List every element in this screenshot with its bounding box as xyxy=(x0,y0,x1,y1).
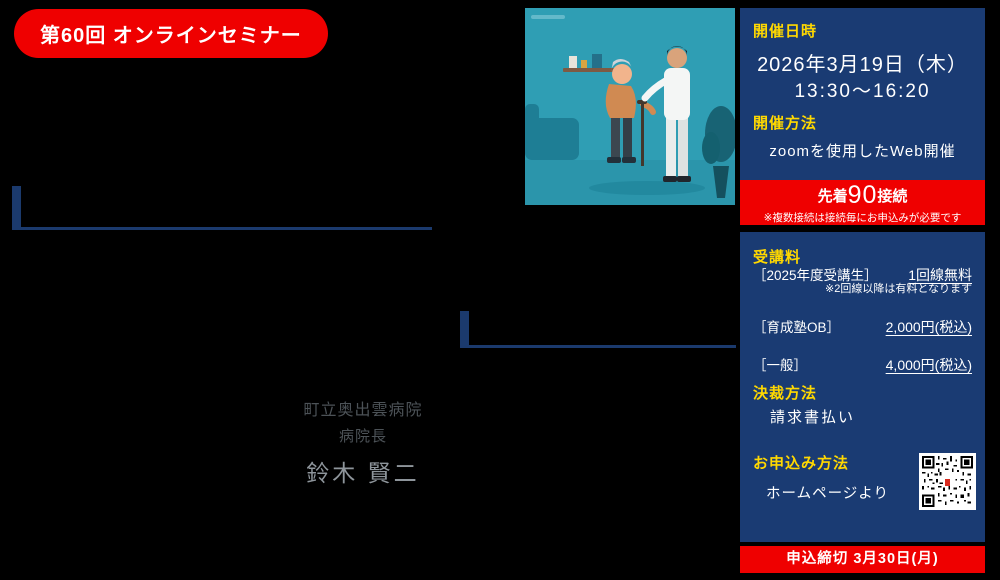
fee-label: ［2025年度受講生］ xyxy=(753,268,878,283)
fee-row-ob: ［育成塾OB］ 2,000円(税込) xyxy=(740,316,985,337)
caregiver-illustration-svg xyxy=(525,8,735,205)
speaker-organization: 町立奥出雲病院 xyxy=(303,402,423,419)
fee-panel: 受講料 ［2025年度受講生］ 1回線無料 ※2回線以降は有料となります ［育成… xyxy=(740,232,985,542)
section-rule-1 xyxy=(12,227,432,230)
fee-value: 2,000円(税込) xyxy=(885,319,972,335)
event-info-panel: 開催日時 2026年3月19日（木） 13:30〜16:20 開催方法 zoom… xyxy=(740,8,985,180)
speaker-block: 町立奥出雲病院 病院長 鈴木 賢二 xyxy=(263,396,463,488)
event-time: 13:30〜16:20 xyxy=(794,81,931,102)
method-heading: 開催方法 xyxy=(753,115,818,132)
qr-code xyxy=(919,453,976,510)
capacity-banner: 先着90接続 ※複数接続は接続毎にお申込みが必要です xyxy=(740,180,985,225)
fee-row-general: ［一般］ 4,000円(税込) xyxy=(740,354,985,375)
payment-value: 請求書払い xyxy=(770,409,856,426)
section-rule-2 xyxy=(460,345,736,348)
capacity-number: 90 xyxy=(847,181,878,209)
deadline-banner: 申込締切 3月30日(月) xyxy=(740,546,985,573)
capacity-text: 先着90接続 xyxy=(740,181,985,210)
capacity-note: ※複数接続は接続毎にお申込みが必要です xyxy=(763,212,962,224)
section-marker-bar-1 xyxy=(12,186,21,227)
section-marker-bar-2 xyxy=(460,311,469,345)
speaker-title: 病院長 xyxy=(338,428,387,445)
fee-heading: 受講料 xyxy=(753,249,802,266)
fee-row-2025: ［2025年度受講生］ 1回線無料 xyxy=(740,264,985,285)
speaker-name: 鈴木 賢二 xyxy=(306,460,420,486)
fee-value: 4,000円(税込) xyxy=(885,357,972,373)
apply-value: ホームページより xyxy=(766,486,889,502)
caregiver-illustration xyxy=(525,8,735,205)
event-date: 2026年3月19日（木） xyxy=(757,54,968,76)
fee-note: ※2回線以降は有料となります xyxy=(824,283,972,295)
capacity-prefix: 先着 xyxy=(817,188,848,205)
apply-heading: お申込み方法 xyxy=(753,455,850,472)
seminar-number-badge: 第60回 オンラインセミナー xyxy=(14,9,328,58)
fee-label: ［育成塾OB］ xyxy=(753,320,841,335)
capacity-suffix: 接続 xyxy=(877,188,908,205)
datetime-heading: 開催日時 xyxy=(753,23,818,40)
payment-heading: 決裁方法 xyxy=(753,385,818,402)
qr-code-svg xyxy=(922,456,973,507)
method-value: zoomを使用したWeb開催 xyxy=(769,143,956,160)
fee-value: 1回線無料 xyxy=(908,267,972,283)
fee-label: ［一般］ xyxy=(753,358,807,373)
